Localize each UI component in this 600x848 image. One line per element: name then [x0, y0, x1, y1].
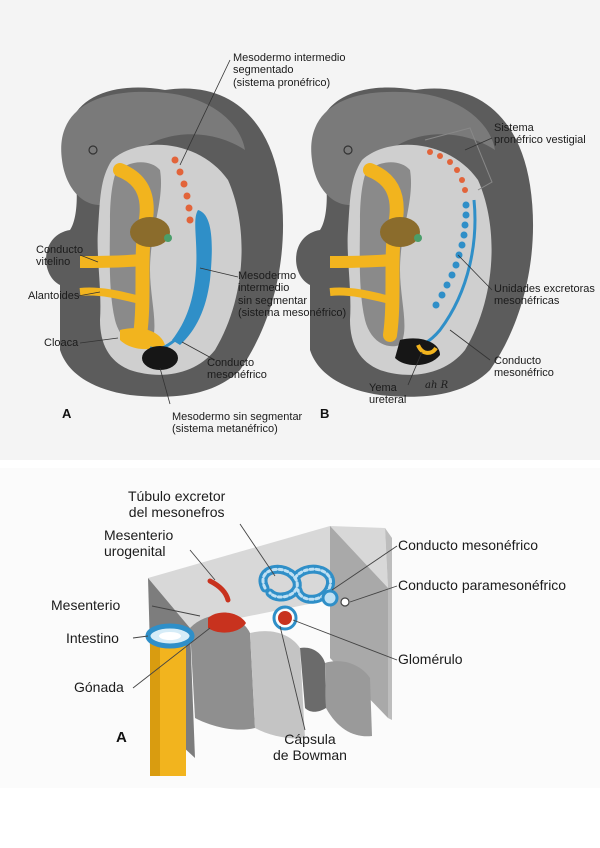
embryo-figure-panel: Mesodermo intermedio segmentado (sistema… — [0, 0, 600, 460]
embryo-a-green-mark — [164, 234, 172, 242]
embryo-b-pronephros — [427, 149, 468, 193]
glomerulus — [278, 611, 292, 625]
label-unidades-excretoras: Unidades excretoras mesonéfricas — [494, 283, 595, 308]
figure-label-a-bottom: A — [116, 729, 127, 746]
embryo-illustrations — [46, 59, 534, 405]
label-conducto-mesonefrico: Conducto mesonéfrico — [398, 537, 539, 553]
gonad-strand — [207, 578, 231, 603]
embryo-a — [46, 59, 284, 405]
section-dark-fold — [300, 647, 326, 712]
embryo-a-liver — [130, 217, 170, 247]
embryo-b-allantois — [329, 287, 391, 304]
label-metanefrico: Mesodermo sin segmentar (sistema metanéf… — [172, 411, 303, 436]
label-glomerulo: Glomérulo — [398, 651, 463, 667]
section-right-face — [385, 528, 392, 720]
label-conducto-vitelino: Conducto vitelino — [36, 244, 84, 269]
embryo-b-green-mark — [414, 234, 422, 242]
embryo-b-mesonephric-units — [432, 201, 470, 309]
panel-separator — [0, 460, 600, 468]
cross-section-illustration — [132, 523, 398, 776]
label-cloaca: Cloaca — [44, 337, 79, 349]
embryo-b-liver — [380, 217, 420, 247]
figure-label-a-top: A — [62, 406, 72, 421]
label-sistema-pronefrico: Sistema pronéfrico vestigial — [494, 122, 586, 147]
label-conducto-mesonefrico-a: Conducto mesonéfrico — [207, 357, 267, 382]
bowman-capsule — [272, 605, 298, 631]
label-mesodermo-sin-segmentar: Mesodermo intermedio sin segmentar (sist… — [238, 270, 347, 320]
embryo-a-yolk-duct — [79, 254, 143, 268]
label-capsula-bowman: Cápsula de Bowman — [273, 731, 347, 763]
section-center-cavity — [190, 615, 255, 730]
embryo-b-ureteric-bud — [416, 344, 438, 355]
embryo-b-eye — [343, 145, 353, 155]
label-gonada: Gónada — [74, 679, 124, 695]
gonad — [208, 612, 246, 633]
embryo-b-cloaca — [395, 338, 440, 366]
embryo-a-eye — [88, 145, 98, 155]
embryo-a-mesonephric-cord — [172, 210, 212, 345]
label-conducto-paramesonefrico: Conducto paramesonéfrico — [398, 577, 567, 593]
label-mesenterio-urogenital: Mesenterio urogenital — [104, 527, 174, 559]
mesonephric-tubule-lumen — [261, 567, 332, 601]
embryo-b-leaders — [407, 137, 493, 386]
bottom-leaders — [132, 523, 398, 731]
label-intestino: Intestino — [66, 630, 119, 646]
label-conducto-mesonefrico-b: Conducto mesonéfrico — [494, 355, 554, 380]
section-right-cavity — [325, 661, 372, 737]
embryo-a-leaders — [77, 59, 239, 405]
label-mesodermo-segmentado: Mesodermo intermedio segmentado (sistema… — [233, 52, 346, 89]
section-center-fold — [250, 631, 305, 739]
label-alantoides: Alantoides — [28, 290, 80, 302]
mesonephric-duct — [321, 589, 339, 607]
embryo-a-metanephric — [142, 346, 178, 370]
label-mesenterio: Mesenterio — [51, 597, 121, 613]
intestine-shadow — [150, 636, 160, 776]
embryo-b — [296, 87, 534, 397]
embryo-a-cloaca-duct — [120, 328, 165, 350]
label-yema-ureteral: Yema ureteral — [369, 382, 407, 407]
artist-signature: ah R — [425, 380, 449, 391]
cross-section-panel: Túbulo excretor del mesonefros Mesenteri… — [0, 468, 600, 788]
figure-label-b-top: B — [320, 406, 330, 421]
embryo-a-pronephros — [171, 156, 194, 224]
paramesonephric-duct — [340, 597, 350, 607]
embryo-b-bracket — [424, 127, 493, 191]
embryo-a-allantois — [79, 287, 141, 304]
embryo-b-yolk-duct — [329, 254, 393, 268]
label-tubulo-excretor: Túbulo excretor del mesonefros — [128, 488, 226, 520]
